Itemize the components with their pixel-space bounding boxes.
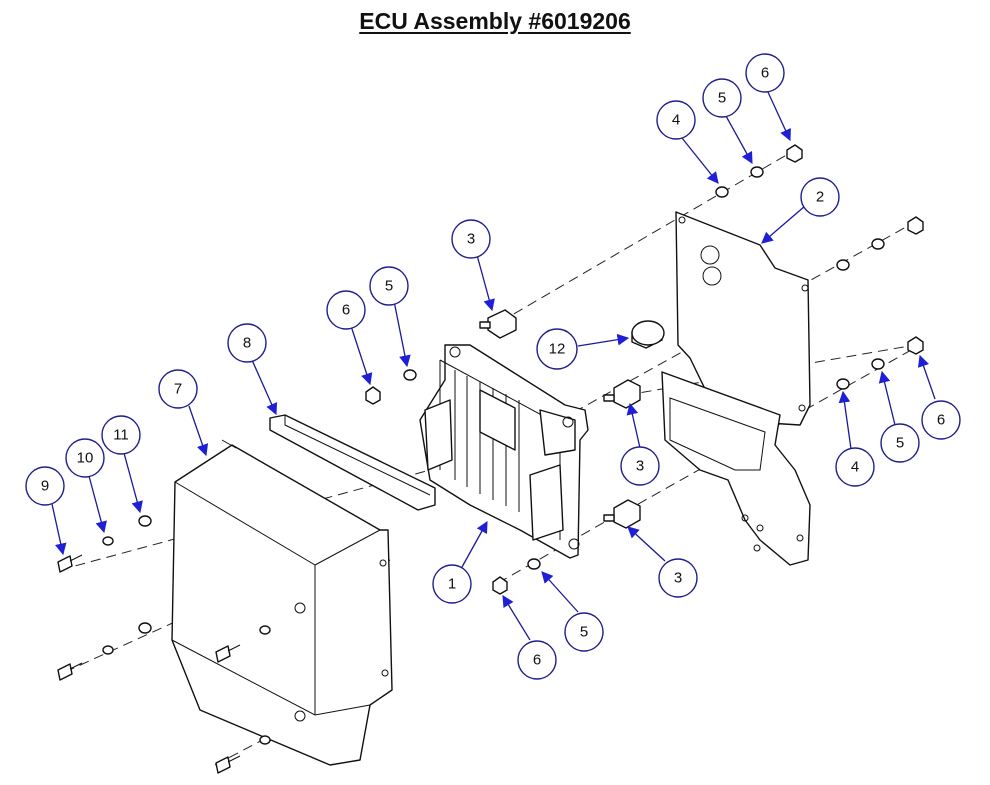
svg-text:5: 5 [580, 624, 588, 641]
callout-leaders [51, 89, 936, 641]
callout-5-left: 5 [369, 266, 409, 306]
svg-text:6: 6 [533, 652, 541, 669]
callout-5-right: 5 [880, 423, 920, 463]
callout-8: 8 [227, 323, 267, 363]
ecu-module [419, 344, 589, 559]
standoff-upper [479, 309, 517, 339]
callout-5-top: 5 [702, 78, 742, 118]
svg-text:4: 4 [672, 112, 680, 129]
ecu-cover [171, 439, 393, 766]
seal-strip [269, 414, 436, 511]
svg-text:7: 7 [174, 381, 182, 398]
fasteners [57, 144, 924, 774]
svg-text:6: 6 [937, 412, 945, 429]
callout-6-top: 6 [745, 53, 785, 93]
callout-4-right: 4 [835, 447, 875, 487]
svg-text:6: 6 [761, 65, 769, 82]
svg-text:5: 5 [896, 435, 904, 452]
svg-text:3: 3 [467, 231, 475, 248]
callout-2: 2 [800, 177, 840, 217]
svg-text:5: 5 [385, 278, 393, 295]
svg-text:9: 9 [41, 478, 49, 495]
svg-text:12: 12 [549, 341, 566, 358]
svg-text:2: 2 [816, 189, 824, 206]
callout-4-top: 4 [656, 100, 696, 140]
callout-12: 12 [536, 328, 578, 370]
callout-3-lower: 3 [658, 558, 698, 598]
callout-9: 9 [25, 466, 65, 506]
standoff-middle [603, 379, 641, 409]
svg-text:6: 6 [342, 302, 350, 319]
svg-text:1: 1 [448, 576, 456, 593]
svg-text:3: 3 [636, 458, 644, 475]
callout-3-upper: 3 [451, 219, 491, 259]
mounting-bracket [661, 211, 811, 566]
callout-6-bottom: 6 [517, 640, 557, 680]
svg-text:11: 11 [113, 427, 129, 444]
standoff-lower [603, 499, 641, 529]
callout-6-right: 6 [921, 400, 961, 440]
callout-3-middle: 3 [620, 446, 660, 486]
svg-text:10: 10 [77, 450, 94, 467]
callout-10: 10 [65, 438, 105, 478]
svg-text:5: 5 [718, 90, 726, 107]
callout-1: 1 [432, 564, 472, 604]
callout-11: 11 [101, 415, 141, 455]
svg-text:3: 3 [674, 570, 682, 587]
grommet-plug [631, 320, 665, 349]
svg-text:8: 8 [243, 335, 251, 352]
callout-5-bottom: 5 [564, 612, 604, 652]
callout-7: 7 [158, 369, 198, 409]
callout-6-left: 6 [326, 290, 366, 330]
svg-text:4: 4 [851, 459, 859, 476]
page-title: ECU Assembly #6019206 [359, 8, 631, 34]
